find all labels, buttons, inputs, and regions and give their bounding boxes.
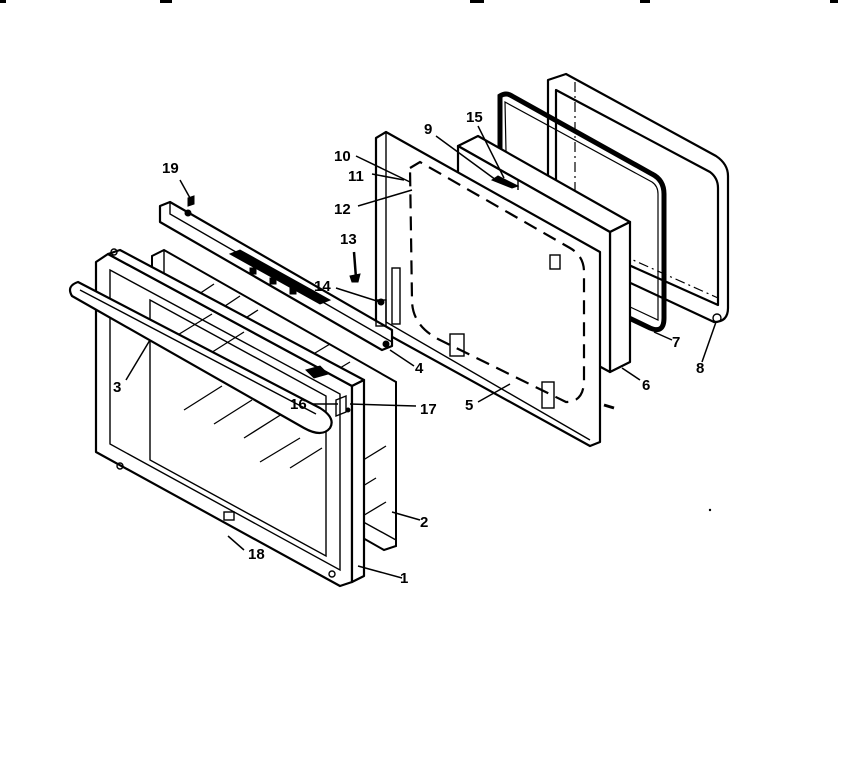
callout-6: 6 <box>642 377 650 394</box>
callout-2: 2 <box>420 514 428 531</box>
callout-5: 5 <box>465 397 473 414</box>
callout-7: 7 <box>672 334 680 351</box>
callout-13: 13 <box>340 231 357 248</box>
callout-3: 3 <box>113 379 121 396</box>
leader-lines <box>125 125 717 579</box>
callout-12: 12 <box>334 201 351 218</box>
callout-labels: 1 2 3 4 5 6 7 8 9 10 11 12 13 14 15 16 1… <box>113 109 704 587</box>
part-3-handle <box>68 280 333 435</box>
callout-15: 15 <box>466 109 483 126</box>
part-15-bracket <box>490 169 520 190</box>
part-13-screw <box>349 251 361 283</box>
callout-10: 10 <box>334 148 351 165</box>
callout-11: 11 <box>348 168 364 185</box>
callout-4: 4 <box>415 360 424 377</box>
part-4-vent-strip <box>158 200 394 352</box>
callout-9: 9 <box>424 121 432 138</box>
callout-8: 8 <box>696 360 704 377</box>
callout-18: 18 <box>248 546 265 563</box>
callout-19: 19 <box>162 160 179 177</box>
part-16-17-clips <box>335 394 351 418</box>
callout-14: 14 <box>314 278 331 295</box>
scan-artifacts <box>0 0 838 512</box>
callout-1: 1 <box>400 570 408 587</box>
callout-17: 17 <box>420 401 437 418</box>
part-19-screw <box>187 195 195 207</box>
callout-16: 16 <box>290 396 307 413</box>
